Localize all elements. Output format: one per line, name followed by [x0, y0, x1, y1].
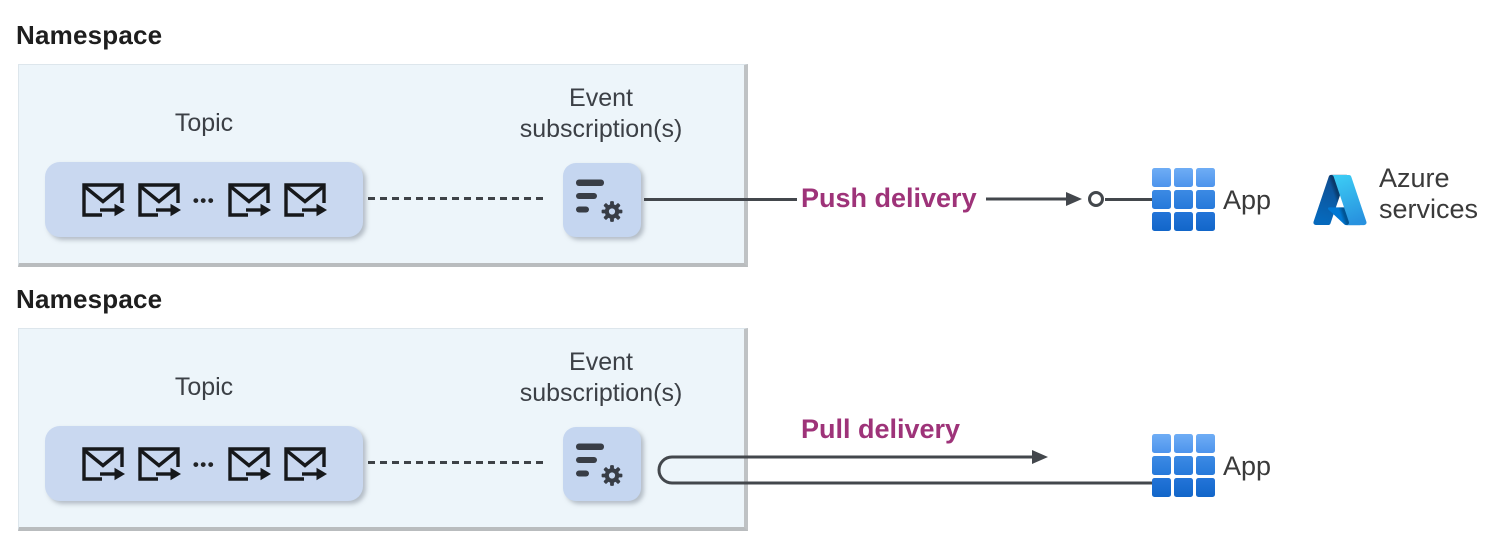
pull-loop-arrow	[657, 450, 1152, 485]
event-subscription-label-line1: Event	[569, 84, 633, 112]
azure-services-line2: services	[1379, 194, 1479, 224]
event-envelope-icon	[137, 182, 181, 218]
push-connector-line-right	[1105, 198, 1152, 201]
app-grid-icon-pull	[1152, 434, 1215, 497]
event-subscription-label-line2: subscription(s)	[519, 379, 683, 407]
event-subscription-label-line1: Event	[569, 348, 633, 376]
event-subscription-label-pull: Event subscription(s)	[498, 347, 704, 409]
event-subscription-label-push: Event subscription(s)	[498, 83, 704, 145]
topic-label-pull: Topic	[174, 373, 234, 401]
azure-services-line1: Azure	[1379, 163, 1450, 193]
app-grid-icon-push	[1152, 168, 1215, 231]
ellipsis-dots: •••	[192, 455, 216, 474]
topic-events-pill-push: •••	[45, 162, 363, 237]
event-subscription-filter-icon-push	[563, 163, 641, 237]
app-label-pull: App	[1223, 451, 1272, 481]
event-envelope-icon	[283, 182, 327, 218]
app-label-push: App	[1223, 185, 1272, 215]
event-subscription-filter-icon-pull	[563, 427, 641, 501]
topic-to-subscription-dashed-connector-push	[368, 197, 548, 200]
push-connector-line-left	[644, 198, 797, 201]
push-arrow	[986, 192, 1082, 206]
pull-delivery-label: Pull delivery	[801, 414, 961, 444]
event-envelope-icon	[227, 182, 271, 218]
filter-gear-icon	[563, 163, 641, 237]
event-envelope-icon	[137, 446, 181, 482]
event-envelope-icon	[81, 182, 125, 218]
event-envelope-icon	[81, 446, 125, 482]
azure-logo-icon	[1311, 171, 1369, 229]
topic-events-pill-pull: •••	[45, 426, 363, 501]
ellipsis-dots: •••	[192, 191, 216, 210]
event-envelope-icon	[227, 446, 271, 482]
namespace-title-pull: Namespace	[16, 284, 163, 314]
event-subscription-label-line2: subscription(s)	[519, 115, 683, 143]
endpoint-circle-node	[1088, 191, 1104, 207]
filter-gear-icon	[563, 427, 641, 501]
namespace-title-push: Namespace	[16, 20, 163, 50]
topic-to-subscription-dashed-connector-pull	[368, 461, 548, 464]
event-envelope-icon	[283, 446, 327, 482]
azure-services-label: Azure services	[1379, 163, 1478, 225]
topic-label-push: Topic	[174, 109, 234, 137]
push-delivery-label: Push delivery	[801, 183, 977, 213]
